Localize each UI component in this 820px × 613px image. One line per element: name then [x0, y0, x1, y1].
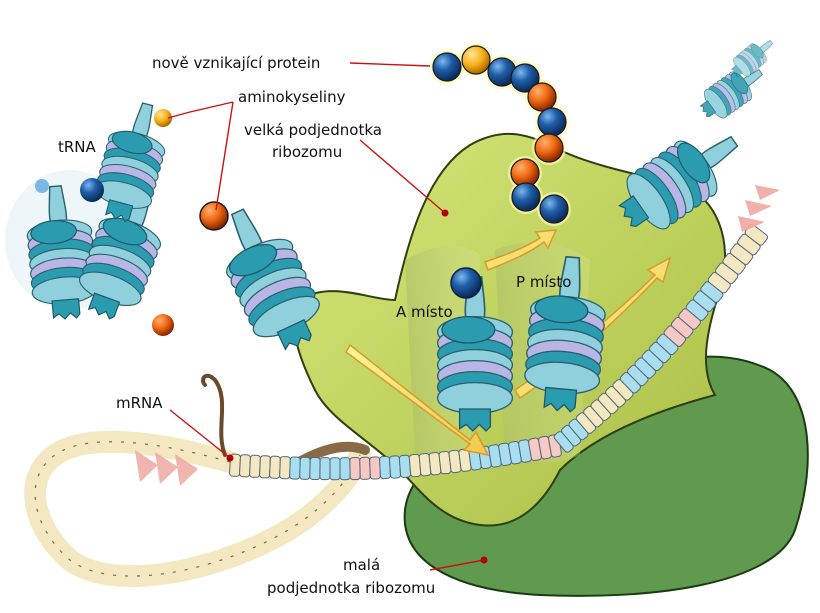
- label-a-site: A místo: [396, 303, 453, 321]
- label-large-subunit-line2: ribozomu: [272, 143, 342, 161]
- trna-p-site: [524, 255, 606, 413]
- label-small-subunit-line1: malá: [343, 556, 380, 574]
- mrna-codon: [309, 456, 321, 481]
- mrna-codons: [229, 224, 769, 481]
- mrna-codon: [329, 457, 341, 481]
- mrna-codon: [259, 455, 271, 479]
- amino-acid-lightblue: [35, 179, 49, 193]
- mrna-codon: [249, 454, 261, 478]
- mrna-codon: [339, 457, 351, 481]
- nascent-protein-chain: [430, 43, 571, 226]
- small-subunit: [403, 355, 809, 597]
- mrna-codon: [349, 457, 361, 481]
- mrna-codon: [269, 455, 281, 479]
- amino-acid-orange-bottom: [152, 314, 174, 336]
- mrna-codon: [289, 456, 301, 480]
- trna-anticodon: [618, 195, 650, 228]
- trna-anticodon: [87, 292, 121, 320]
- amino-acid-top-yellow: [154, 109, 172, 127]
- amino-acid-free-orange: [199, 201, 229, 231]
- trna-head: [676, 142, 711, 184]
- trna-anticodon: [51, 298, 81, 320]
- protein-amino-acid: [539, 194, 569, 224]
- label-p-site: P místo: [516, 273, 571, 291]
- mrna-codon: [319, 457, 331, 481]
- trna-cluster-left: [26, 185, 98, 320]
- mrna-codon: [369, 456, 381, 480]
- direction-arrows-left: [135, 450, 198, 486]
- protein-amino-acid: [461, 45, 491, 75]
- trna-far-exiting: [699, 69, 763, 119]
- trna-cluster-top: [94, 102, 166, 223]
- trna-incoming: [226, 208, 320, 351]
- trna-anticodon: [699, 100, 717, 118]
- mrna-codon: [359, 456, 371, 480]
- amino-acid-blue-left: [80, 178, 104, 202]
- protein-amino-acid: [432, 52, 462, 82]
- trna-layer: [26, 40, 774, 432]
- trna-far-exiting-small: [730, 40, 774, 77]
- trna-head: [229, 243, 278, 277]
- mrna-codon: [239, 454, 251, 478]
- trna-head: [730, 72, 749, 95]
- mrna-codon: [299, 456, 311, 480]
- direction-arrows-right: [738, 185, 780, 232]
- protein-amino-acid: [511, 182, 541, 212]
- label-nascent-protein: nově vznikající protein: [152, 54, 320, 72]
- leader-lines: [167, 62, 488, 571]
- protein-amino-acid: [510, 63, 540, 93]
- trna-exiting: [618, 135, 739, 230]
- trna-anticodon: [105, 199, 134, 223]
- trna-a-site: [436, 276, 514, 432]
- trna-anticodon: [276, 319, 312, 351]
- label-trna: tRNA: [58, 138, 97, 156]
- trna-head: [30, 220, 77, 245]
- trna-head: [441, 315, 496, 344]
- trna-head: [111, 130, 153, 155]
- label-small-subunit-line2: podjednotka ribozomu: [267, 579, 435, 597]
- trna-head: [750, 44, 764, 59]
- trna-head: [534, 295, 589, 324]
- mrna-codon: [379, 455, 391, 480]
- label-large-subunit-line1: velká podjednotka: [244, 121, 382, 139]
- protein-amino-acid: [527, 82, 557, 112]
- trna-head: [102, 217, 148, 246]
- amino-acid-a-site: [450, 267, 482, 299]
- trna-anticodon: [730, 64, 743, 77]
- trna-cluster-right: [78, 187, 162, 320]
- protein-amino-acid: [537, 107, 567, 137]
- mrna-codon: [279, 456, 291, 480]
- trna-anticodon: [543, 386, 578, 413]
- trna-anticodon: [458, 408, 492, 432]
- protein-amino-acid: [534, 133, 564, 163]
- label-amino-acids: aminokyseliny: [238, 88, 346, 106]
- label-mrna: mRNA: [116, 394, 163, 412]
